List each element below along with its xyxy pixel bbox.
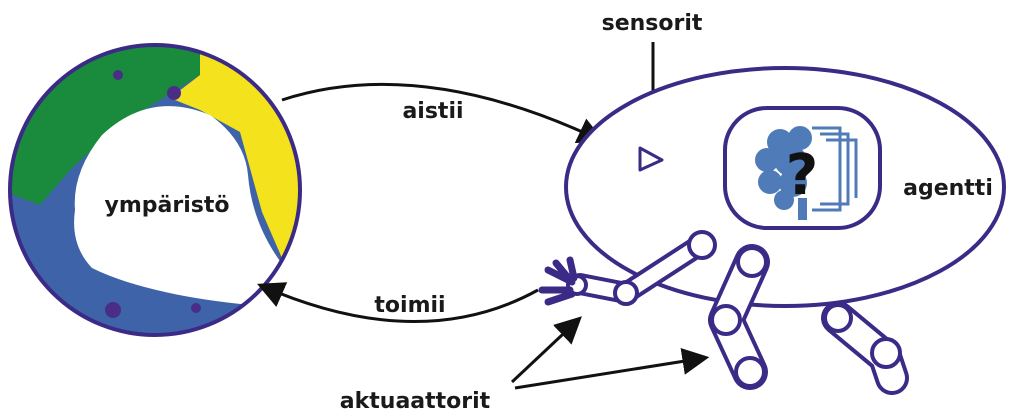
environment-circle — [0, 0, 330, 360]
agent-leg-right — [825, 305, 900, 378]
sensors-label: sensorit — [602, 11, 703, 36]
environment-dot — [113, 70, 123, 80]
agent-hand-icon — [542, 260, 574, 302]
actuators-arrow-arm — [512, 320, 578, 382]
perceives-label: aistii — [402, 99, 463, 124]
environment-dot — [191, 303, 201, 313]
actuators-arrow-leg — [515, 358, 704, 388]
acts-label: toimii — [374, 293, 445, 318]
actuators-label: aktuaattorit — [340, 389, 491, 414]
environment-dot — [105, 302, 121, 318]
agent-label: agentti — [903, 176, 993, 201]
environment-label: ympäristö — [105, 193, 230, 218]
question-mark: ? — [786, 143, 818, 208]
environment-dot — [167, 86, 181, 100]
